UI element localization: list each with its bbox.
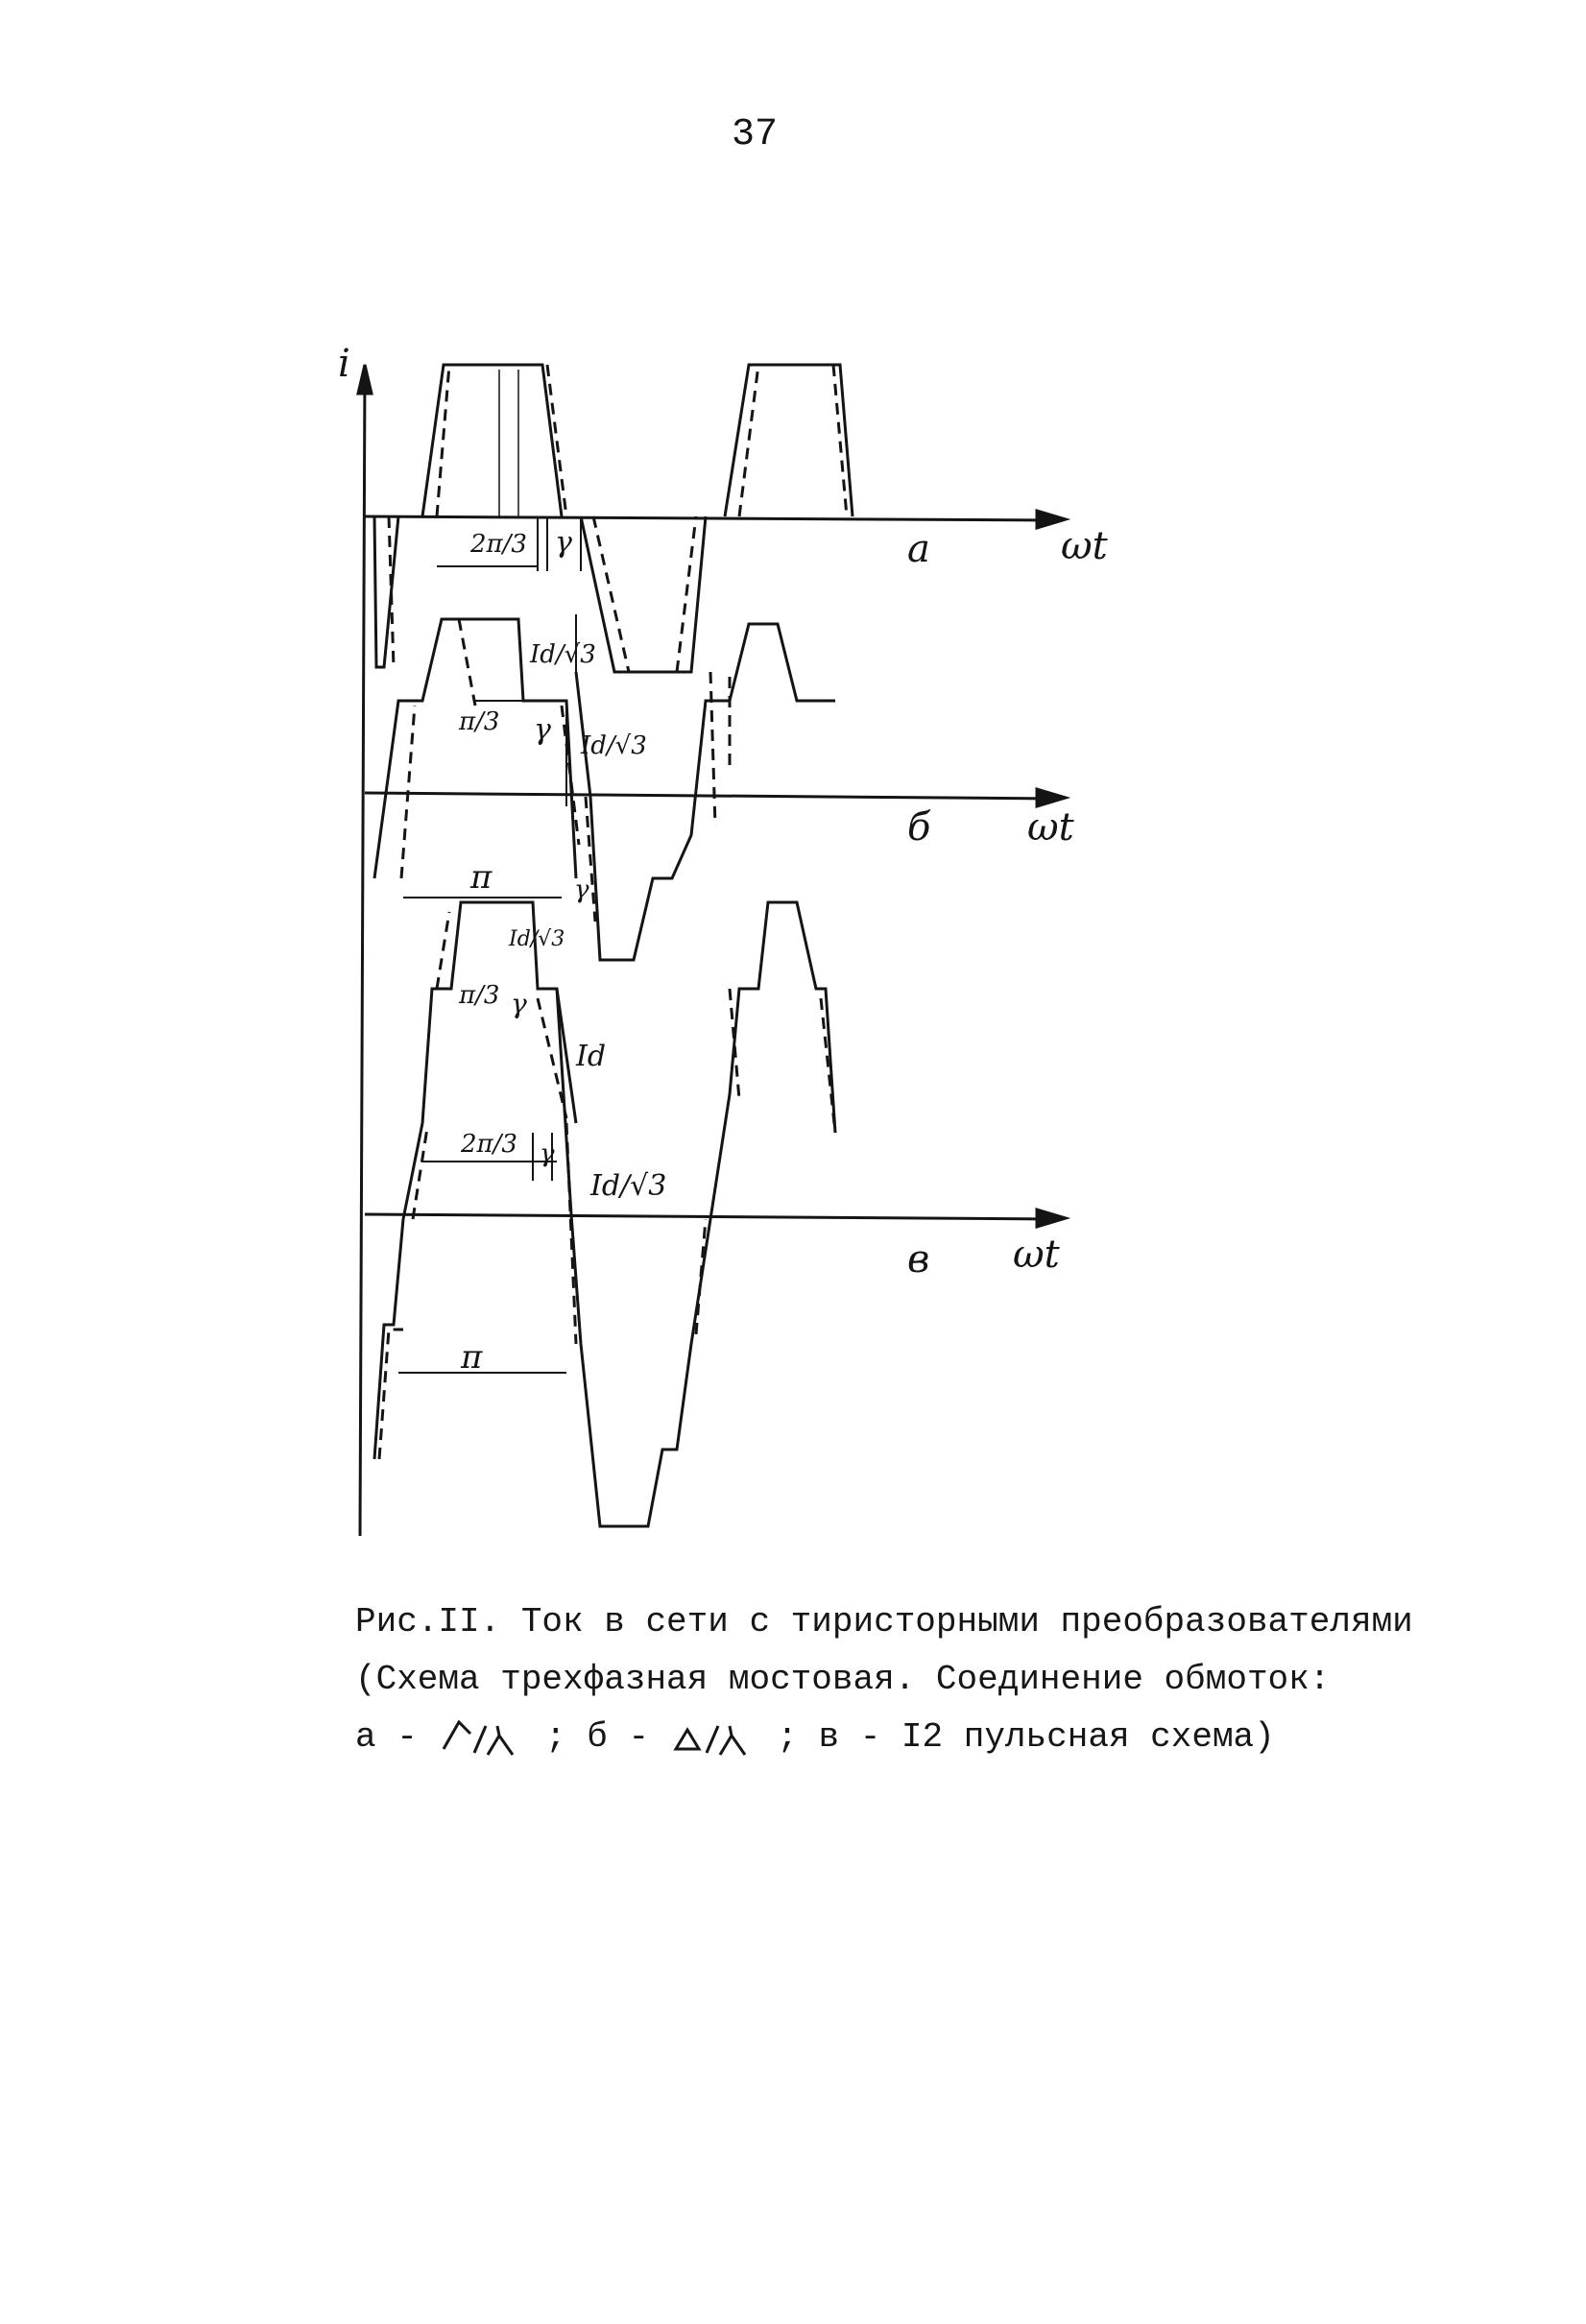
wave-c-neg xyxy=(555,900,837,1528)
annot-c-2pi3: 2π/3 xyxy=(460,1130,517,1159)
annot-c-id-root3-1: Id/√3 xyxy=(508,927,565,951)
annot-b-gamma-2: γ xyxy=(574,875,589,904)
wave-c-pos xyxy=(372,900,578,1460)
annot-b-id-root3-2: Id/√3 xyxy=(580,731,647,760)
caption-line-3-a: а - xyxy=(355,1717,418,1757)
wave-b-neg xyxy=(574,622,835,962)
caption-line-2: (Схема трехфазная мостовая. Соединение о… xyxy=(355,1660,1331,1699)
panel-label-b: б xyxy=(907,805,931,850)
panel-label-a: а xyxy=(907,527,930,571)
i-axis-arrow xyxy=(356,364,373,395)
caption-line-3: а - ; б - ; в - I2 пульсная схема) xyxy=(355,1709,1430,1766)
panel-label-c: в xyxy=(907,1237,929,1282)
page-number: 37 xyxy=(732,113,779,156)
caption-line-3-b: ; б - xyxy=(545,1717,650,1757)
annot-c-pi: π xyxy=(460,1338,483,1377)
i-axis-label: i xyxy=(338,342,350,386)
axis-a xyxy=(364,515,1057,522)
omega-t-label-b: ωt xyxy=(1027,805,1075,850)
annot-c-id: Id xyxy=(575,1040,606,1073)
caption-line-3-c: ; в - I2 пульсная схема) xyxy=(777,1717,1275,1757)
annot-a-gamma: γ xyxy=(555,526,572,560)
delta-star-winding-symbol xyxy=(673,1725,746,1757)
omega-t-label-a: ωt xyxy=(1061,524,1109,568)
annot-a-2pi3: 2π/3 xyxy=(469,530,527,559)
axis-b xyxy=(364,791,1057,801)
wave-a-neg2 xyxy=(579,515,708,674)
annot-c-id-root3-2: Id/√3 xyxy=(589,1169,666,1203)
annot-c-gamma-2: γ xyxy=(540,1139,555,1168)
star-star-winding-symbol xyxy=(443,1720,515,1757)
annot-b-pi3: π/3 xyxy=(458,707,499,736)
wave-a-pos1 xyxy=(421,363,564,517)
annot-b-pi: π xyxy=(469,858,493,897)
annot-b-gamma: γ xyxy=(534,713,551,747)
annot-c-gamma: γ xyxy=(511,988,527,1019)
waveform-figure: i а ωt 2π/3 γ б ωt π/3 γ Id/√3 Id/√3 π γ… xyxy=(338,342,1109,1537)
wave-b-pos xyxy=(372,617,578,879)
annot-b-id-root3-1: Id/√3 xyxy=(529,640,596,669)
omega-t-label-c: ωt xyxy=(1013,1233,1061,1277)
annot-c-pi3: π/3 xyxy=(458,981,499,1010)
wave-a-neg1 xyxy=(372,515,400,669)
figure-caption: Рис.II. Ток в сети с тиристорными преобр… xyxy=(355,1593,1430,1766)
i-axis xyxy=(358,369,367,1537)
wave-a-pos2 xyxy=(723,363,854,517)
caption-line-1: Рис.II. Ток в сети с тиристорными преобр… xyxy=(355,1602,1413,1641)
